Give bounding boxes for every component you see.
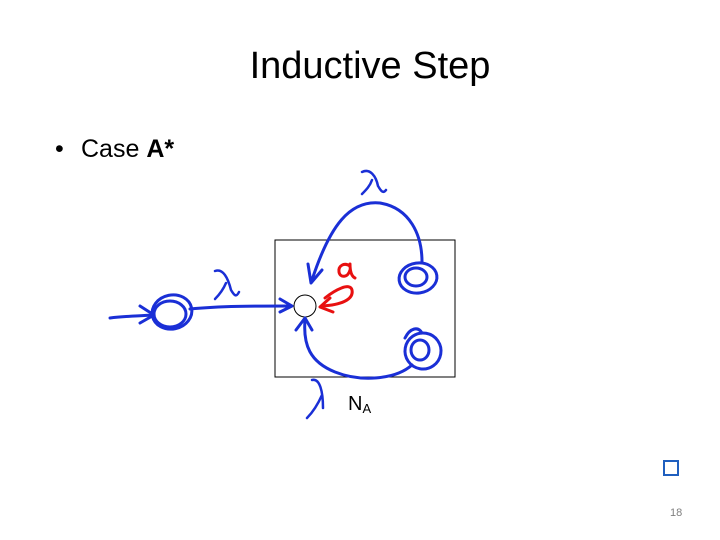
lambda-transition-start <box>188 304 292 311</box>
lambda-loop-bottom-arrowhead <box>294 316 314 332</box>
slide-title: Inductive Step <box>249 45 491 87</box>
inner-start-state <box>293 294 317 318</box>
bullet-text: Case <box>81 135 147 163</box>
lambda-label-top <box>360 169 388 196</box>
lambda-loop-bottom <box>303 318 414 380</box>
a-transition-arrowhead <box>318 296 335 314</box>
nfa-label-main: N <box>348 393 363 415</box>
a-label <box>337 262 357 280</box>
nfa-label-sub: A <box>362 401 372 416</box>
accept-state-1 <box>403 266 429 288</box>
bullet-text-bold: A* <box>146 135 175 163</box>
accept-state-2 <box>409 338 431 362</box>
accept-state-2-stroke <box>403 327 424 340</box>
accept-state-1-outer <box>397 261 439 295</box>
page-number: 18 <box>670 507 683 519</box>
new-start-state <box>152 299 188 329</box>
lambda-label-start <box>213 269 241 301</box>
lambda-label-bottom <box>305 378 325 420</box>
lambda-arrowhead-start <box>278 297 294 314</box>
bullet-dot: • <box>55 135 64 163</box>
nfa-label: NA <box>348 392 371 421</box>
lambda-loop-top-arrowhead <box>306 262 324 285</box>
lambda-loop-top <box>310 201 424 282</box>
bullet-item: • Case A* <box>55 132 174 166</box>
a-transition-loop <box>320 285 354 308</box>
accept-state-2-outer <box>403 331 443 371</box>
start-arrow <box>108 313 154 320</box>
square-outline-icon[interactable] <box>663 460 679 476</box>
